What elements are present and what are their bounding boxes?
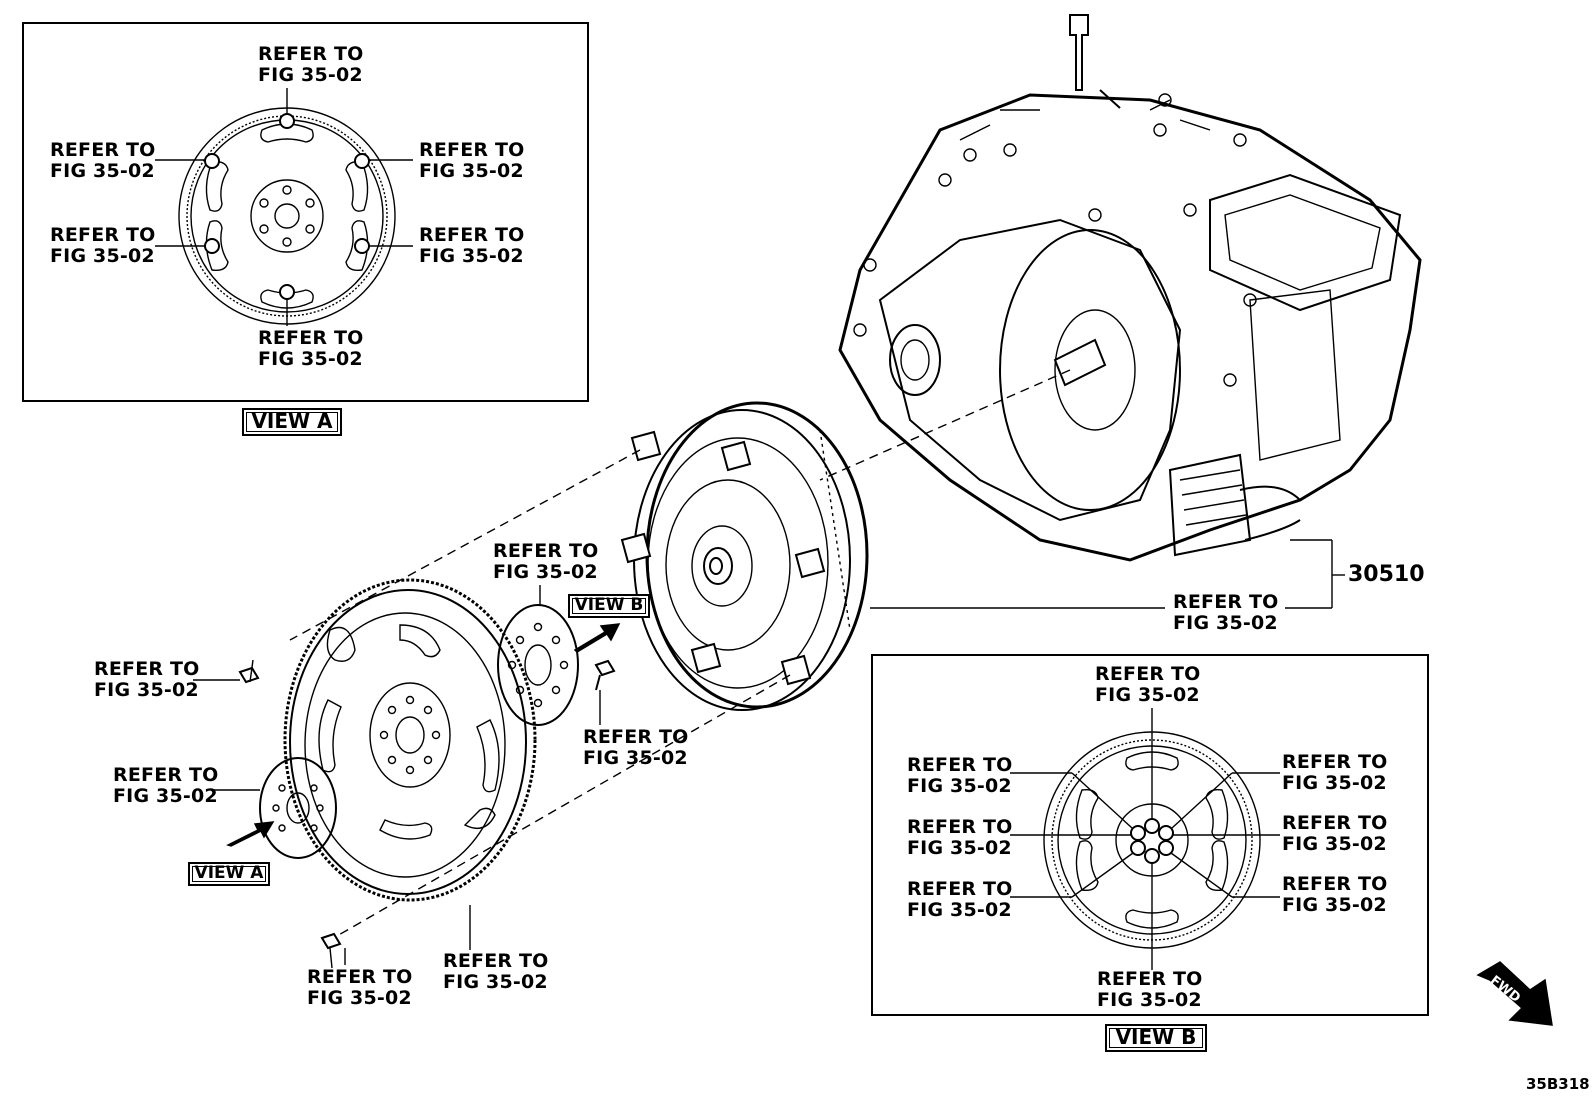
view-a-pointer-tag: VIEW A (188, 862, 270, 886)
view-a-drive-plate (178, 107, 396, 325)
view-b-spacer-plate (497, 604, 621, 726)
fwd-arrow-icon (1476, 957, 1553, 1026)
transaxle-assembly (838, 14, 1422, 562)
view-a-leaders (155, 88, 413, 326)
alignment-dashed-lines (289, 369, 1071, 941)
view-a-frame (22, 22, 589, 402)
bolts (238, 659, 342, 969)
flywheel-bolt-right (594, 659, 616, 691)
torque-converter (620, 401, 869, 711)
view-b-pointer-tag: VIEW B (568, 594, 650, 618)
view-b-title-tag: VIEW B (1105, 1024, 1207, 1052)
drawing-code: 35B318 (1526, 1075, 1590, 1093)
main-callout-leaders (193, 539, 1345, 965)
view-b-frame (871, 654, 1429, 1016)
view-b-leaders (1010, 708, 1280, 970)
part-number-30510: 30510 (1348, 562, 1425, 587)
view-a-title-tag: VIEW A (242, 408, 342, 436)
view-a-spacer-plate (226, 757, 337, 859)
drive-plate-ring-gear (283, 578, 537, 902)
